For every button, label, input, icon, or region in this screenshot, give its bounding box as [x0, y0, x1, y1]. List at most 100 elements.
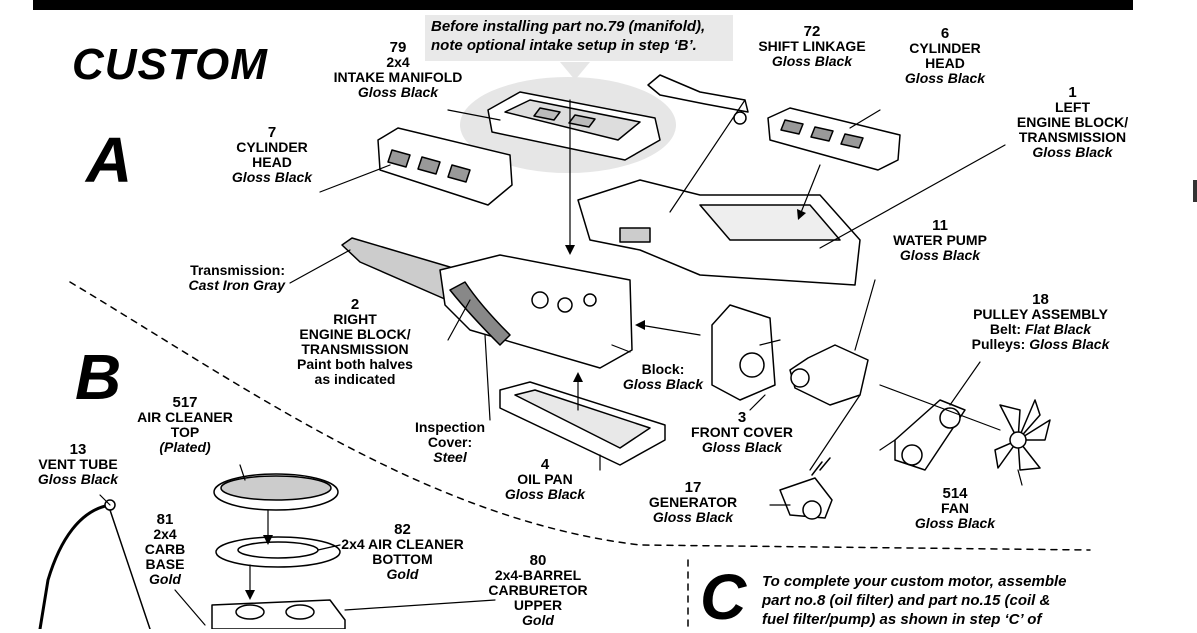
part-514-number: 514 [942, 485, 968, 502]
part-72-finish: Gloss Black [771, 53, 853, 69]
top-bar [33, 0, 1133, 10]
generator-part [779, 457, 833, 520]
label-part-517: 517 AIR CLEANER TOP (Plated) [135, 395, 235, 455]
manifold-note: Before installing part no.79 (manifold),… [425, 15, 733, 61]
part-6-finish: Gloss Black [904, 70, 986, 86]
oil-pan-part [499, 381, 666, 466]
label-block: Block: Gloss Black [618, 362, 708, 392]
carb-base-part [211, 599, 346, 629]
section-divider-b [69, 281, 1091, 551]
label-part-514: 514 FAN Gloss Black [910, 486, 1000, 531]
label-part-4: 4 OIL PAN Gloss Black [495, 457, 595, 502]
transmission-line-1: Transmission: [190, 262, 285, 278]
label-part-82: 82 2x4 AIR CLEANER BOTTOM Gold [340, 522, 465, 582]
manifold-note-line-2: note optional intake setup in step ‘B’. [431, 37, 697, 54]
part-18-pulleys-finish: Gloss Black [1029, 336, 1110, 352]
part-80-line-3: UPPER [513, 597, 563, 613]
part-13-finish: Gloss Black [37, 471, 119, 487]
block-line-1: Block: [641, 361, 685, 377]
cylinder-head-7-part [377, 127, 513, 206]
part-82-finish: Gold [386, 566, 419, 582]
label-part-18: 18 PULLEY ASSEMBLY Belt: Flat Black Pull… [958, 292, 1123, 352]
water-pump-part [789, 344, 869, 406]
part-82-line-1: 2x4 AIR CLEANER [341, 536, 464, 552]
intake-manifold-part [487, 91, 661, 161]
transmission-finish: Cast Iron Gray [188, 277, 285, 293]
part-80-number: 80 [529, 552, 547, 569]
part-7-line-1: CYLINDER [236, 139, 308, 155]
part-517-line-1: AIR CLEANER [137, 409, 233, 425]
air-cleaner-top-part [213, 473, 339, 511]
fan-part [994, 399, 1051, 471]
part-18-belt-finish: Flat Black [1024, 321, 1092, 337]
label-part-6: 6 CYLINDER HEAD Gloss Black [890, 26, 1000, 86]
page-edge-mark [1193, 180, 1197, 202]
part-2-line-1: RIGHT [333, 311, 377, 327]
part-79-line-2: INTAKE MANIFOLD [333, 69, 463, 85]
label-part-1: 1 LEFT ENGINE BLOCK/ TRANSMISSION Gloss … [1010, 85, 1135, 160]
part-1-finish: Gloss Black [1032, 144, 1113, 160]
part-79-finish: Gloss Black [357, 84, 439, 100]
label-part-80: 80 2x4-BARREL CARBURETOR UPPER Gold [488, 553, 588, 628]
part-3-line-1: FRONT COVER [691, 424, 793, 440]
step-c-note-line-1: To complete your custom motor, assemble [762, 573, 1067, 590]
manifold-note-line-1: Before installing part no.79 (manifold), [431, 18, 706, 35]
step-c-note-line-3: fuel filter/pump) as shown in step ‘C’ o… [762, 611, 1042, 628]
part-79-number: 79 [389, 39, 407, 56]
part-6-number: 6 [940, 25, 950, 42]
label-part-13: 13 VENT TUBE Gloss Black [33, 442, 123, 487]
label-transmission: Transmission: Cast Iron Gray [170, 263, 285, 293]
part-514-finish: Gloss Black [914, 515, 996, 531]
part-7-line-2: HEAD [252, 154, 292, 170]
page-title: CUSTOM [72, 40, 268, 89]
part-80-finish: Gold [522, 612, 554, 628]
label-part-7: 7 CYLINDER HEAD Gloss Black [222, 125, 322, 185]
inspection-line-1: Inspection [414, 419, 485, 435]
inspection-line-2: Cover: [427, 434, 473, 450]
arrowheads [245, 209, 806, 600]
part-11-number: 11 [932, 217, 948, 234]
part-81-line-2: CARB [144, 541, 186, 557]
part-7-finish: Gloss Black [231, 169, 313, 185]
left-engine-block-part [577, 179, 861, 286]
part-81-finish: Gold [149, 571, 181, 587]
part-517-line-2: TOP [170, 424, 200, 440]
part-6-line-2: HEAD [925, 55, 965, 71]
part-4-number: 4 [540, 456, 550, 473]
step-label-a: A [86, 124, 133, 196]
cylinder-head-6-part [767, 107, 901, 171]
part-72-number: 72 [803, 23, 821, 40]
part-80-line-1: 2x4-BARREL [494, 567, 582, 583]
step-label-c: C [700, 561, 747, 633]
part-2-line-5: as indicated [314, 371, 396, 387]
part-18-belt-label: Belt: [989, 321, 1022, 337]
label-part-3: 3 FRONT COVER Gloss Black [686, 410, 798, 455]
part-7-number: 7 [267, 124, 277, 141]
part-13-number: 13 [69, 441, 87, 458]
part-11-finish: Gloss Black [899, 247, 981, 263]
part-17-number: 17 [684, 479, 702, 496]
label-part-17: 17 GENERATOR Gloss Black [643, 480, 743, 525]
part-11-line-1: WATER PUMP [893, 232, 987, 248]
part-18-pulleys-row: Pulleys: Gloss Black [958, 337, 1123, 352]
part-2-line-2: ENGINE BLOCK/ [299, 326, 411, 342]
part-517-finish: (Plated) [159, 439, 211, 455]
label-part-72: 72 SHIFT LINKAGE Gloss Black [752, 24, 872, 69]
step-c-note-line-2: part no.8 (oil filter) and part no.15 (c… [762, 592, 1051, 609]
inspection-finish: Steel [433, 449, 467, 465]
part-2-line-3: TRANSMISSION [301, 341, 409, 357]
part-6-line-1: CYLINDER [909, 40, 981, 56]
label-inspection-cover: Inspection Cover: Steel [405, 420, 495, 465]
step-label-b: B [75, 341, 122, 413]
part-13-line-1: VENT TUBE [38, 456, 118, 472]
part-81-number: 81 [156, 511, 174, 528]
part-80-line-2: CARBURETOR [488, 582, 588, 598]
part-17-finish: Gloss Black [652, 509, 734, 525]
part-4-finish: Gloss Black [504, 486, 586, 502]
shift-linkage-part [647, 74, 749, 125]
part-18-number: 18 [1032, 291, 1049, 308]
right-engine-block-part [341, 237, 633, 369]
part-81-line-3: BASE [145, 556, 185, 572]
part-18-belt-row: Belt: Flat Black [958, 322, 1123, 337]
